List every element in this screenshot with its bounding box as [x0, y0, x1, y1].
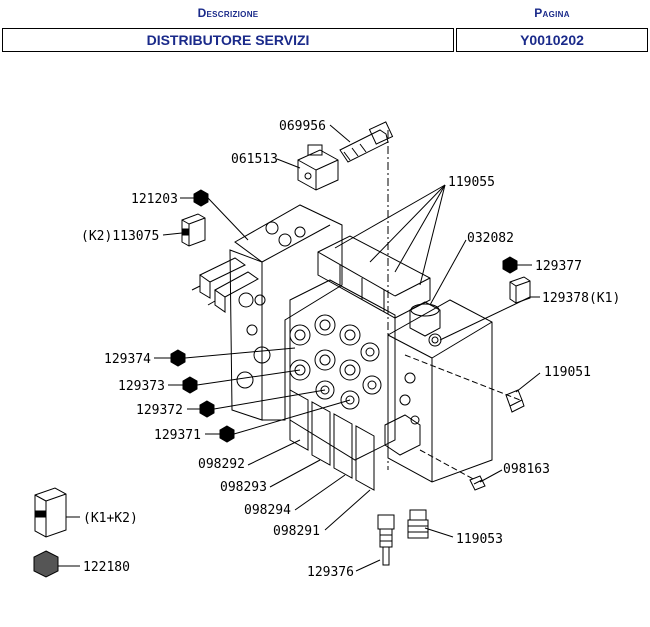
fitting-098163 — [469, 475, 486, 491]
seal-kit-marker — [199, 400, 215, 418]
part-label-129373: 129373 — [118, 379, 165, 394]
kit-box-k1-k2 — [34, 487, 67, 538]
part-label-119051: 119051 — [544, 365, 591, 380]
inlet-block — [229, 204, 343, 421]
kit-box-k1 — [509, 276, 531, 304]
part-label-129374: 129374 — [104, 352, 151, 367]
fitting-119053 — [407, 509, 429, 539]
fitting-129376 — [377, 514, 395, 566]
part-label-129378: 129378(K1) — [542, 291, 620, 306]
hexagon-markers — [170, 189, 518, 443]
part-label-032082: 032082 — [467, 231, 514, 246]
seal-kit-marker — [182, 376, 198, 394]
kit-box-k2 — [181, 213, 206, 247]
part-label-098291: 098291 — [273, 524, 320, 539]
part-label-069956: 069956 — [279, 119, 326, 134]
seal-kit-marker — [193, 189, 209, 207]
part-label-098293: 098293 — [220, 480, 267, 495]
pressure-valve — [409, 301, 441, 337]
inlet-cartridges — [191, 257, 259, 313]
part-label-129377: 129377 — [535, 259, 582, 274]
seal-kit-marker — [502, 256, 518, 274]
center-line — [419, 449, 476, 481]
seal-kit-marker — [170, 349, 186, 367]
part-label-098292: 098292 — [198, 457, 245, 472]
part-label-121203: 121203 — [131, 192, 178, 207]
outlet-block — [384, 299, 493, 483]
grease-pack — [33, 550, 59, 578]
page-header-label: Pagina — [534, 6, 570, 20]
description-header-label: Descrizione — [197, 6, 259, 20]
exploded-parts-diagram: 069956 061513 119055 121203 (K2)113075 0… — [33, 119, 620, 580]
description-value-box: DISTRIBUTORE SERVIZI — [2, 28, 454, 52]
part-labels: 069956 061513 119055 121203 (K2)113075 0… — [81, 119, 620, 580]
part-label-119055: 119055 — [448, 175, 495, 190]
part-label-129372: 129372 — [136, 403, 183, 418]
part-label-098163: 098163 — [503, 462, 550, 477]
part-label-061513: 061513 — [231, 152, 278, 167]
part-label-k1-k2: (K1+K2) — [83, 511, 138, 526]
part-label-129371: 129371 — [154, 428, 201, 443]
leader-lines — [58, 124, 541, 572]
part-label-113075: (K2)113075 — [81, 229, 159, 244]
fitting-119051 — [505, 389, 525, 413]
part-label-122180: 122180 — [83, 560, 130, 575]
center-line — [404, 354, 521, 401]
part-label-098294: 098294 — [244, 503, 291, 518]
part-label-129376: 129376 — [307, 565, 354, 580]
cartridge-valve — [339, 121, 394, 163]
seal-kit-marker — [219, 425, 235, 443]
page-value-box: Y0010202 — [456, 28, 648, 52]
working-sections — [289, 235, 431, 491]
part-label-119053: 119053 — [456, 532, 503, 547]
solenoid-coil — [297, 144, 339, 191]
